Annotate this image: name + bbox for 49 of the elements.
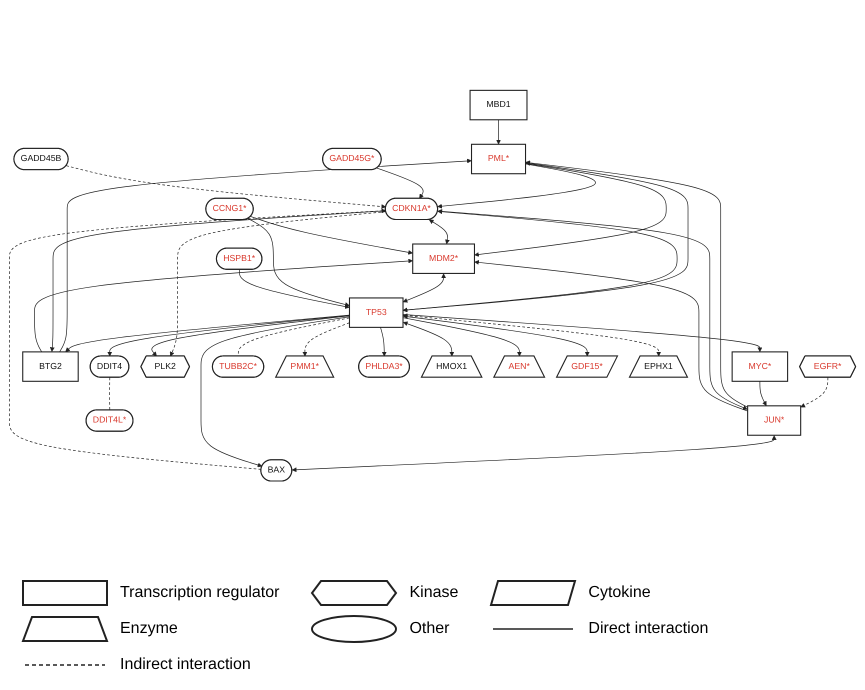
arrow (496, 120, 501, 145)
arrow (403, 314, 662, 357)
legend-label: Other (409, 620, 450, 638)
arrow (59, 158, 472, 353)
arrow (170, 212, 386, 357)
arrow (800, 377, 828, 408)
legend-label: Enzyme (120, 620, 178, 638)
arrow (437, 164, 596, 209)
legend-label: Direct interaction (588, 620, 708, 638)
arrow (239, 270, 350, 310)
connector (109, 377, 110, 411)
legend-label: Kinase (409, 584, 458, 602)
arrow (403, 322, 454, 357)
arrow (50, 209, 386, 352)
legend-label: Cytokine (588, 584, 651, 602)
arrow (34, 258, 413, 353)
arrow (9, 208, 386, 470)
arrow (107, 315, 350, 357)
arrow (402, 318, 522, 357)
node-box: JUN* (747, 406, 802, 436)
node-box: MDM2* (412, 244, 475, 274)
arrow (428, 220, 450, 245)
connector (238, 318, 350, 357)
node-box: MYC* (732, 352, 788, 382)
arrow (525, 160, 748, 408)
arrow (474, 163, 667, 258)
arrow (65, 315, 350, 352)
arrow (402, 161, 688, 313)
arrow (302, 322, 350, 357)
arrow (402, 314, 762, 352)
node-box: TP53 (348, 298, 404, 328)
arrow (402, 210, 678, 313)
arrow (380, 327, 387, 357)
node-box: MBD1 (470, 90, 528, 121)
arrow (292, 436, 777, 472)
arrow (474, 260, 748, 412)
node-box: BTG2 (22, 352, 79, 382)
arrow (760, 381, 767, 406)
arrow (376, 168, 424, 200)
node-box: PML* (470, 144, 526, 175)
arrow (402, 274, 446, 303)
arrow (66, 166, 386, 210)
arrow (403, 314, 590, 357)
legend-label: Indirect interaction (120, 656, 251, 674)
arrow (151, 316, 350, 357)
arrow (250, 216, 413, 256)
arrow (200, 316, 350, 468)
legend-label: Transcription regulator (120, 584, 280, 602)
arrow (247, 218, 350, 308)
